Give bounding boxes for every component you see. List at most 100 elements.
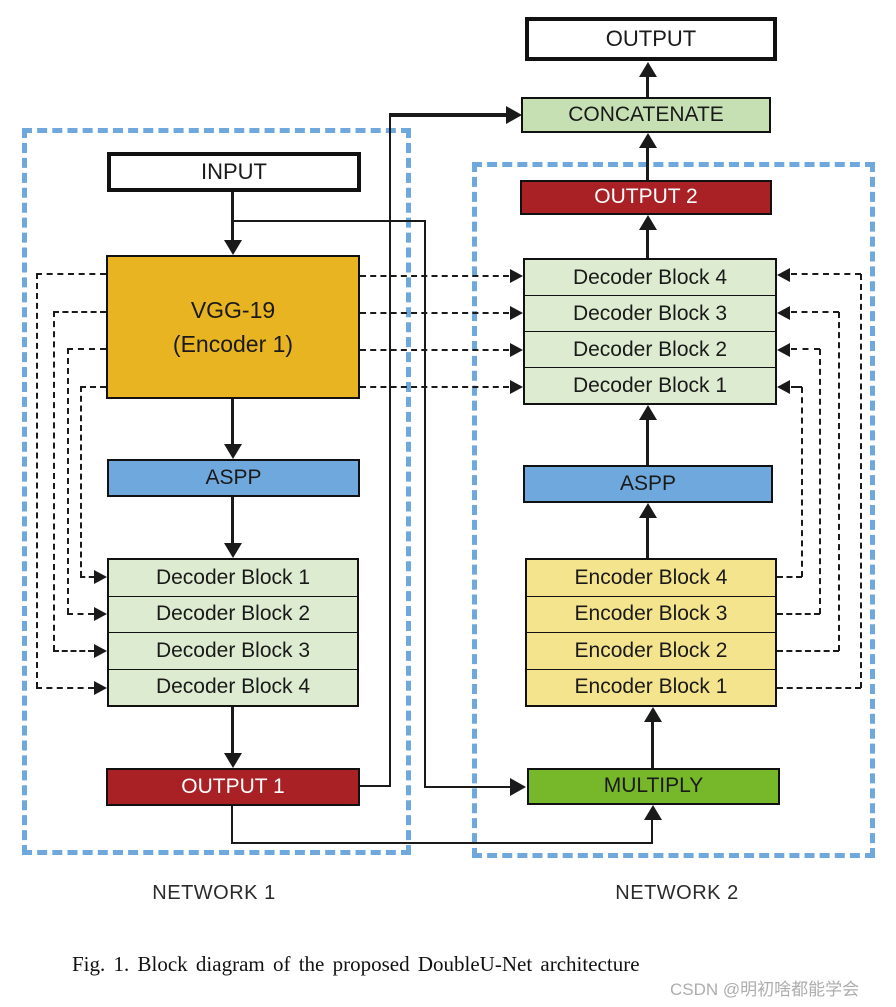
aspp1-label: ASPP — [205, 465, 262, 489]
vgg19-subtitle: (Encoder 1) — [172, 331, 294, 357]
decoder2-block2-row: Decoder Block 2 — [525, 332, 775, 368]
arrowhead-into-decoder-stack2 — [639, 405, 657, 420]
vgg19-encoder1-box: VGG-19 (Encoder 1) — [106, 255, 360, 399]
arrowhead-into-encoder-stack2 — [644, 707, 662, 722]
skip-into-decoder1-block2-h — [67, 613, 94, 615]
skip-encoder-block2-out-h — [777, 650, 839, 652]
connector-multiply-bottom-riser — [651, 819, 653, 843]
skip-encoder-block2-v — [838, 312, 840, 651]
output2-box: OUTPUT 2 — [520, 180, 772, 215]
skip-encoder-block3-v — [819, 349, 821, 614]
skip-into-decoder2-block1-h — [791, 386, 802, 388]
arrowhead-into-multiply-bottom — [644, 805, 662, 820]
decoder-stack-network2: Decoder Block 4 Decoder Block 3 Decoder … — [523, 258, 777, 405]
arrowhead-into-output — [639, 62, 657, 77]
arrowhead-into-decoder-stack1 — [224, 543, 242, 558]
aspp-box-network2: ASPP — [523, 465, 773, 503]
skip-encoder-block4-v — [801, 387, 803, 577]
decoder2-block1-row: Decoder Block 1 — [572, 373, 728, 397]
concatenate-label: CONCATENATE — [568, 102, 724, 126]
arrowhead-into-decoder2-block3-left — [510, 306, 523, 320]
connector-decoder1-to-output1 — [231, 707, 234, 754]
encoder2-block4-row: Encoder Block 4 — [527, 560, 775, 597]
arrowhead-into-decoder2-block2-right — [777, 343, 790, 357]
arrowhead-into-decoder2-block4-left — [510, 269, 523, 283]
encoder2-block2-row: Encoder Block 2 — [527, 633, 775, 670]
decoder1-block3-row: Decoder Block 3 — [109, 633, 357, 670]
arrowhead-into-decoder2-block4-right — [777, 268, 790, 282]
connector-input-branch — [233, 220, 426, 222]
csdn-watermark: CSDN @明初啥都能学会 — [670, 980, 860, 999]
skip-into-decoder2-block2-h — [791, 348, 820, 350]
connector-aspp1-to-decoder1 — [231, 497, 234, 544]
output1-label: OUTPUT 1 — [181, 774, 285, 798]
connector-aspp2-to-decoder2 — [646, 419, 649, 465]
arrowhead-into-aspp2 — [639, 503, 657, 518]
decoder1-block1-row: Decoder Block 1 — [109, 560, 357, 597]
arrowhead-into-decoder2-block2-left — [510, 343, 523, 357]
skip-vgg-to-decoder2-block1 — [360, 386, 509, 388]
connector-output2-to-concatenate — [646, 147, 649, 180]
arrowhead-into-concatenate-bottom — [639, 133, 657, 148]
multiply-box: MULTIPLY — [527, 768, 780, 805]
skip-vgg-left1-v — [80, 386, 82, 577]
encoder2-block1-row: Encoder Block 1 — [574, 675, 728, 699]
network1-boundary — [22, 128, 411, 855]
arrowhead-into-decoder1-block4 — [94, 681, 107, 695]
skip-vgg-left2-v — [67, 348, 69, 614]
connector-output1-bottom-drop — [231, 806, 233, 843]
arrowhead-into-concatenate-left — [506, 106, 522, 124]
arrowhead-into-decoder1-block3 — [94, 644, 107, 658]
aspp-box-network1: ASPP — [107, 459, 360, 497]
connector-concatenate-to-output — [646, 76, 649, 97]
decoder2-block3-row: Decoder Block 3 — [525, 296, 775, 332]
output-label: OUTPUT — [605, 26, 697, 52]
skip-into-decoder1-block3-h — [53, 650, 94, 652]
skip-into-decoder2-block4-h — [791, 273, 861, 275]
connector-encoder2-to-aspp2 — [646, 517, 649, 558]
decoder1-block2-row: Decoder Block 2 — [109, 597, 357, 633]
connector-decoder2-to-output2 — [646, 229, 649, 258]
connector-output1-bottom-route — [231, 842, 653, 844]
connector-input-riser — [424, 220, 426, 787]
input-label: INPUT — [201, 159, 267, 185]
connector-multiply-to-encoder2 — [651, 721, 654, 768]
connector-input-to-multiply — [424, 786, 511, 788]
aspp2-label: ASPP — [619, 471, 677, 495]
arrowhead-into-output1 — [224, 753, 242, 768]
decoder1-block4-row: Decoder Block 4 — [155, 675, 311, 699]
decoder-stack-network1: Decoder Block 1 Decoder Block 2 Decoder … — [107, 558, 359, 707]
arrowhead-into-output2 — [639, 215, 657, 230]
figure-caption: Fig. 1. Block diagram of the proposed Do… — [72, 952, 640, 976]
decoder2-block4-row: Decoder Block 4 — [525, 260, 775, 296]
connector-output1-right-stub — [360, 785, 391, 787]
encoder-stack-network2: Encoder Block 4 Encoder Block 3 Encoder … — [525, 558, 777, 707]
skip-vgg-left1-h — [80, 386, 106, 388]
connector-vgg-to-aspp1 — [231, 399, 234, 445]
arrowhead-into-decoder2-block3-right — [777, 306, 790, 320]
skip-vgg-to-decoder2-block3 — [360, 312, 509, 314]
skip-encoder-block1-v — [860, 274, 862, 688]
skip-encoder-block4-out-h — [777, 576, 802, 578]
arrowhead-into-decoder2-block1-right — [777, 380, 790, 394]
skip-into-decoder1-block1-h — [80, 576, 94, 578]
network2-label: NETWORK 2 — [615, 882, 739, 904]
arrowhead-into-vgg — [224, 240, 242, 255]
encoder2-block3-row: Encoder Block 3 — [527, 597, 775, 633]
skip-vgg-left4-h — [36, 273, 106, 275]
vgg19-title: VGG-19 — [190, 296, 276, 323]
skip-vgg-left2-h — [67, 348, 106, 350]
connector-input-to-vgg — [231, 192, 234, 241]
skip-vgg-left3-v — [53, 311, 55, 651]
skip-encoder-block3-out-h — [777, 613, 820, 615]
arrowhead-into-decoder2-block1-left — [510, 380, 523, 394]
skip-into-decoder2-block3-h — [791, 311, 839, 313]
skip-encoder-block1-out-h — [777, 687, 861, 689]
output1-box: OUTPUT 1 — [106, 768, 360, 806]
network1-label: NETWORK 1 — [152, 882, 276, 904]
skip-into-decoder1-block4-h — [36, 687, 94, 689]
multiply-label: MULTIPLY — [603, 774, 704, 798]
output-box: OUTPUT — [525, 17, 777, 61]
skip-vgg-to-decoder2-block2 — [360, 349, 509, 351]
